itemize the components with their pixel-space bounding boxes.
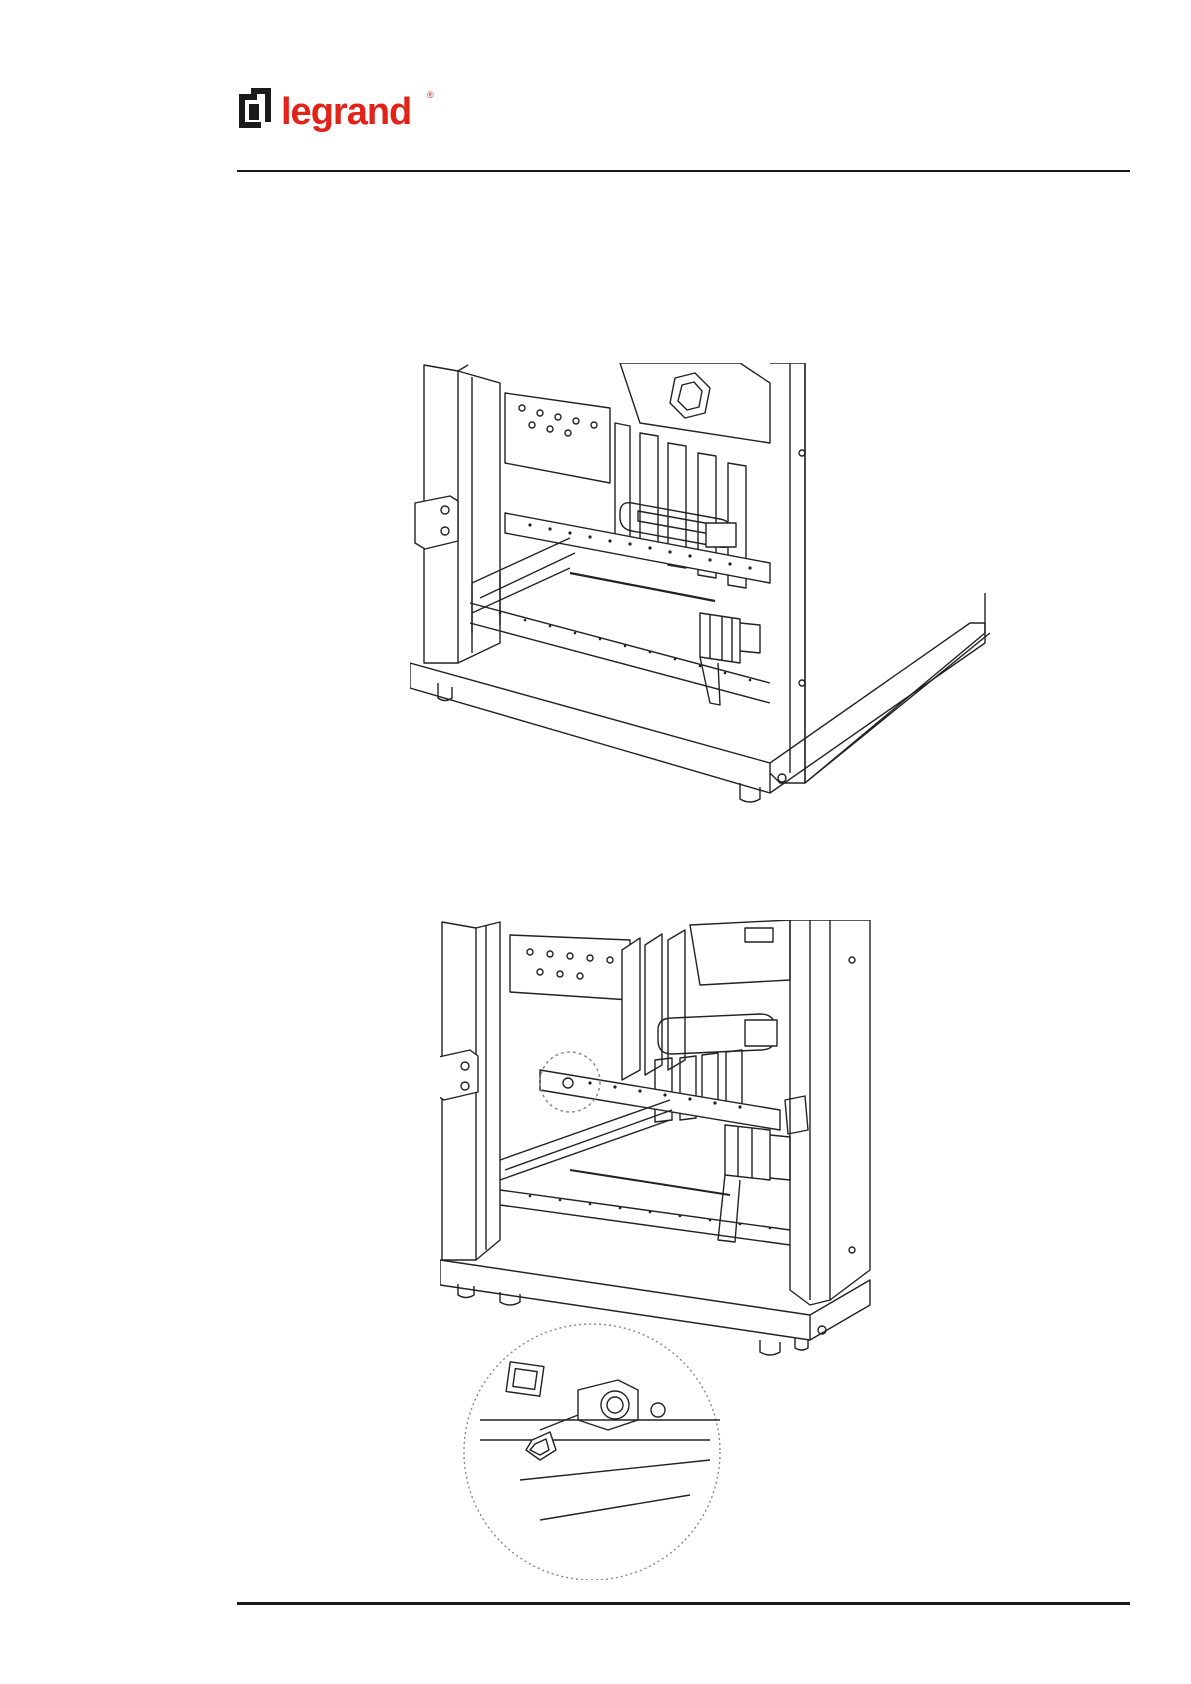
header-rule: [237, 170, 1130, 172]
legrand-mark-icon: [239, 88, 271, 128]
footer-rule: [237, 1602, 1130, 1605]
legrand-logo: legrand ®: [237, 84, 437, 138]
figure-cabinet-open: [410, 363, 990, 853]
registered-mark: ®: [427, 90, 434, 100]
logo-wordmark: legrand: [281, 91, 411, 133]
figure-cabinet-detail: [440, 920, 950, 1580]
